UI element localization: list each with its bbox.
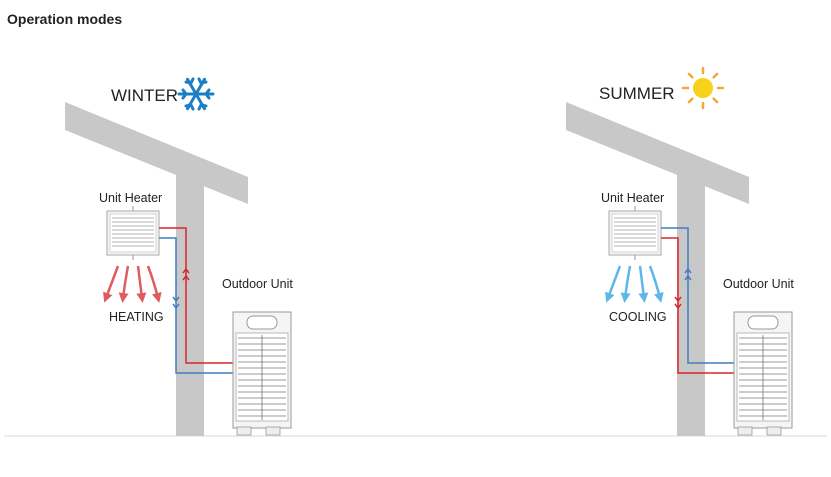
building-roof xyxy=(566,102,749,204)
supply-flow-chevrons xyxy=(684,267,692,281)
return-pipe xyxy=(159,237,238,374)
building-roof xyxy=(65,102,248,204)
cooling-airflow-arrows xyxy=(605,265,664,303)
building-wall xyxy=(176,163,204,436)
season-label: SUMMER xyxy=(599,84,675,103)
building-wall xyxy=(677,163,705,436)
outdoor-unit xyxy=(232,311,292,436)
outdoor-unit xyxy=(733,311,793,436)
page-title: Operation modes xyxy=(7,11,123,27)
summer-panel: SUMMER Unit Heater xyxy=(566,66,794,436)
supply-pipe xyxy=(159,227,238,364)
supply-flow-chevrons xyxy=(182,267,190,281)
supply-pipe xyxy=(661,227,738,364)
outdoor-unit-label: Outdoor Unit xyxy=(222,277,293,291)
unit-heater-label: Unit Heater xyxy=(99,191,162,205)
winter-panel: WINTER Unit Heater xyxy=(65,77,293,436)
outdoor-unit-label: Outdoor Unit xyxy=(723,277,794,291)
mode-label: COOLING xyxy=(609,310,667,324)
return-pipe xyxy=(661,237,738,374)
unit-heater-label: Unit Heater xyxy=(601,191,664,205)
return-flow-chevrons xyxy=(172,296,180,310)
sun-icon xyxy=(681,66,725,110)
unit-heater xyxy=(608,206,662,260)
mode-label: HEATING xyxy=(109,310,164,324)
heating-airflow-arrows xyxy=(103,265,162,303)
unit-heater xyxy=(106,206,160,260)
season-label: WINTER xyxy=(111,86,178,105)
return-flow-chevrons xyxy=(674,296,682,310)
snowflake-icon xyxy=(177,77,215,111)
